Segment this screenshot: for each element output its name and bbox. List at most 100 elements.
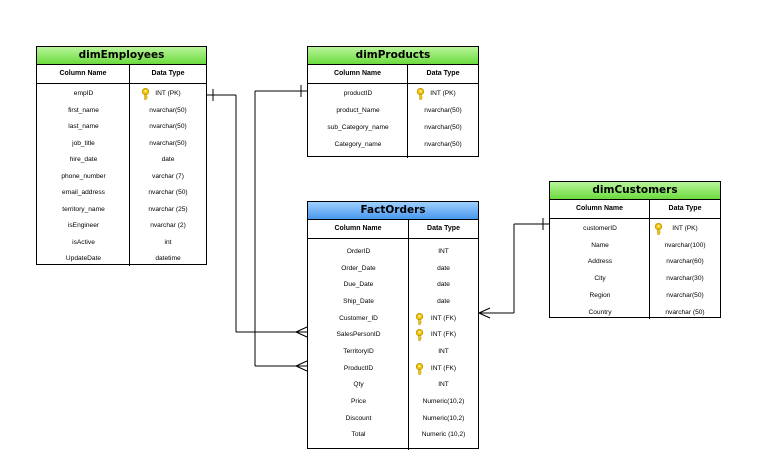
column-name-header: Column Name bbox=[37, 65, 130, 83]
data-type-cell: date bbox=[437, 281, 450, 289]
data-type-cell: INT bbox=[438, 347, 449, 355]
table-title: dimProducts bbox=[308, 47, 478, 65]
relationship-employees-salesperson bbox=[207, 89, 308, 338]
data-type-cell: nvarchar(100) bbox=[664, 241, 706, 249]
data-type-cell: Numeric (10,2) bbox=[421, 431, 466, 439]
data-type-cell: nvarchar(50) bbox=[149, 139, 187, 147]
column-name-header: Column Name bbox=[308, 65, 408, 83]
column-name-cell: empID bbox=[73, 90, 94, 97]
data-type-cell: nvarchar(50) bbox=[424, 124, 462, 131]
table-factorders[interactable]: FactOrders Column Name Data Type OrderID… bbox=[307, 201, 479, 450]
data-type-cell: INT (PK) bbox=[155, 90, 181, 97]
table-body bbox=[308, 239, 478, 450]
column-header-row: Column Name Data Type bbox=[308, 65, 478, 84]
column-name-cell: SalesPersonID bbox=[336, 331, 381, 339]
key-icon bbox=[654, 222, 663, 240]
column-name-cell: Due_Date bbox=[343, 281, 374, 289]
column-name-cell: Discount bbox=[345, 414, 372, 422]
data-type-cell: nvarchar (25) bbox=[148, 205, 188, 213]
data-type-cell: Numeric(10,2) bbox=[422, 397, 465, 405]
data-type-cell: INT (FK) bbox=[430, 364, 457, 372]
column-name-cell: UpdateDate bbox=[65, 255, 102, 262]
table-body bbox=[550, 219, 720, 319]
data-type-header: Data Type bbox=[151, 70, 185, 77]
data-type-header: Data Type bbox=[668, 205, 702, 212]
table-title: FactOrders bbox=[308, 202, 478, 220]
data-type-cell: nvarchar(50) bbox=[149, 123, 187, 130]
relationship-products-product bbox=[254, 85, 308, 372]
column-name-cell: productID bbox=[343, 90, 373, 97]
column-name-cell: territory_name bbox=[62, 205, 105, 213]
data-type-cell: nvarchar (2) bbox=[150, 222, 186, 229]
column-name-cell: Price bbox=[350, 397, 367, 405]
data-type-cell: date bbox=[437, 264, 450, 272]
column-name-cell: last_name bbox=[68, 123, 99, 130]
data-type-cell: nvarchar (50) bbox=[148, 189, 188, 196]
data-type-header: Data Type bbox=[427, 225, 460, 232]
data-type-cell: nvarchar(50) bbox=[666, 291, 704, 299]
column-name-cell: product_Name bbox=[336, 107, 380, 114]
data-type-cell: INT bbox=[438, 381, 449, 389]
data-type-cell: INT (FK) bbox=[430, 314, 457, 322]
column-name-cell: Qty bbox=[353, 381, 364, 389]
data-type-cell: INT (PK) bbox=[672, 225, 698, 232]
column-name-cell: isActive bbox=[72, 238, 95, 246]
column-name-header: Column Name bbox=[550, 200, 650, 218]
data-type-cell: nvarchar(50) bbox=[424, 107, 462, 114]
data-type-cell: INT (PK) bbox=[430, 90, 456, 97]
table-dimemployees[interactable]: dimEmployees Column Name Data Type empID… bbox=[36, 46, 207, 266]
column-name-cell: Name bbox=[591, 241, 609, 249]
column-name-cell: Total bbox=[351, 431, 366, 439]
data-type-cell: date bbox=[437, 297, 450, 305]
data-type-cell: INT bbox=[438, 248, 449, 255]
column-name-header: Column Name bbox=[308, 220, 409, 238]
data-type-cell: datetime bbox=[155, 255, 181, 262]
column-name-cell: first_name bbox=[68, 106, 99, 114]
data-type-cell: nvarchar(50) bbox=[149, 106, 187, 114]
column-name-cell: job_title bbox=[72, 139, 95, 147]
column-name-cell: phone_number bbox=[61, 172, 106, 180]
data-type-cell: date bbox=[161, 156, 175, 163]
table-dimproducts[interactable]: dimProducts Column Name Data Type produc… bbox=[307, 46, 479, 158]
key-icon bbox=[416, 87, 425, 105]
data-type-cell: int bbox=[164, 238, 172, 246]
data-type-cell: nvarchar (50) bbox=[665, 308, 705, 316]
column-header-row: Column Name Data Type bbox=[37, 65, 206, 84]
column-name-cell: OrderID bbox=[346, 248, 371, 255]
data-type-cell: varchar (7) bbox=[152, 172, 184, 180]
column-header-row: Column Name Data Type bbox=[550, 200, 720, 219]
column-name-cell: email_address bbox=[62, 189, 105, 196]
relationship-customers-customer bbox=[478, 218, 549, 319]
data-type-header: Data Type bbox=[426, 70, 460, 77]
key-icon bbox=[415, 328, 424, 346]
column-name-cell: sub_Category_name bbox=[327, 124, 389, 131]
key-icon bbox=[415, 362, 424, 380]
data-type-cell: INT (FK) bbox=[430, 331, 457, 339]
column-name-cell: customerID bbox=[583, 225, 617, 232]
data-type-cell: Numeric(10,2) bbox=[422, 414, 465, 422]
column-name-cell: isEngineer bbox=[67, 222, 100, 229]
column-name-cell: Customer_ID bbox=[339, 314, 378, 322]
column-name-cell: Category_name bbox=[334, 141, 382, 148]
column-name-cell: ProductID bbox=[343, 364, 374, 372]
table-title: dimEmployees bbox=[37, 47, 206, 65]
column-name-cell: hire_date bbox=[69, 156, 98, 163]
table-body bbox=[37, 84, 206, 266]
column-name-cell: Country bbox=[588, 308, 612, 316]
column-name-cell: Order_Date bbox=[341, 264, 376, 272]
key-icon bbox=[141, 87, 150, 105]
column-name-cell: Ship_Date bbox=[343, 297, 374, 305]
table-title: dimCustomers bbox=[550, 182, 720, 200]
column-header-row: Column Name Data Type bbox=[308, 220, 478, 239]
table-body bbox=[308, 84, 478, 158]
data-type-cell: nvarchar(30) bbox=[666, 275, 704, 283]
key-icon bbox=[415, 312, 424, 330]
table-dimcustomers[interactable]: dimCustomers Column Name Data Type custo… bbox=[549, 181, 721, 319]
column-name-cell: City bbox=[594, 275, 606, 283]
data-type-cell: nvarchar(60) bbox=[666, 258, 704, 266]
column-name-cell: Region bbox=[589, 291, 611, 299]
column-name-cell: TerritoryID bbox=[343, 347, 374, 355]
data-type-cell: nvarchar(50) bbox=[424, 141, 462, 148]
